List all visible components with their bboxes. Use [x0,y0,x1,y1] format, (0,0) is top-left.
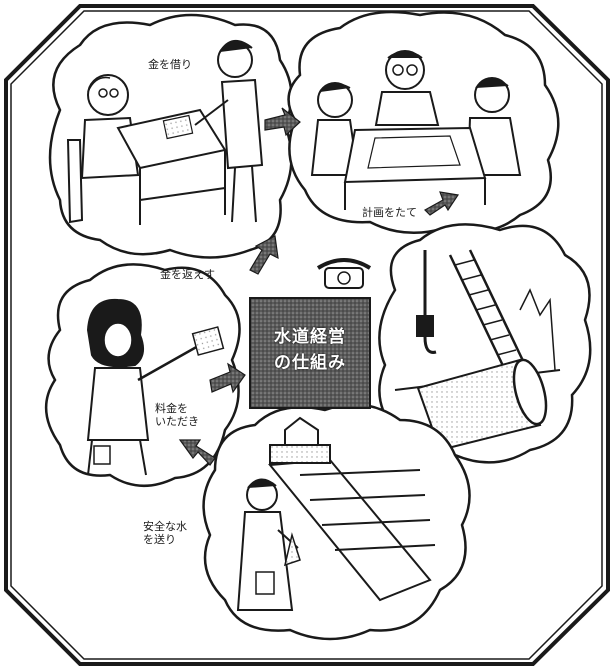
step-label-send-water: 安全な水 を送り [143,520,187,546]
telephone-icon [318,260,370,288]
cloud-borrow [50,15,291,258]
center-title-line1: 水道経営 [250,326,370,348]
cloud-collect-fee [46,264,239,485]
step-label-collect-fee: 料金を いただき [155,402,199,428]
center-title-line2: の仕組み [250,352,370,374]
step-label-repay: 金を返えす [160,268,215,281]
step-label-plan: 計画をたて [362,206,417,219]
cloud-plan [289,12,559,233]
step-label-borrow: 金を借り [148,58,192,71]
cloud-send-water [204,404,470,639]
